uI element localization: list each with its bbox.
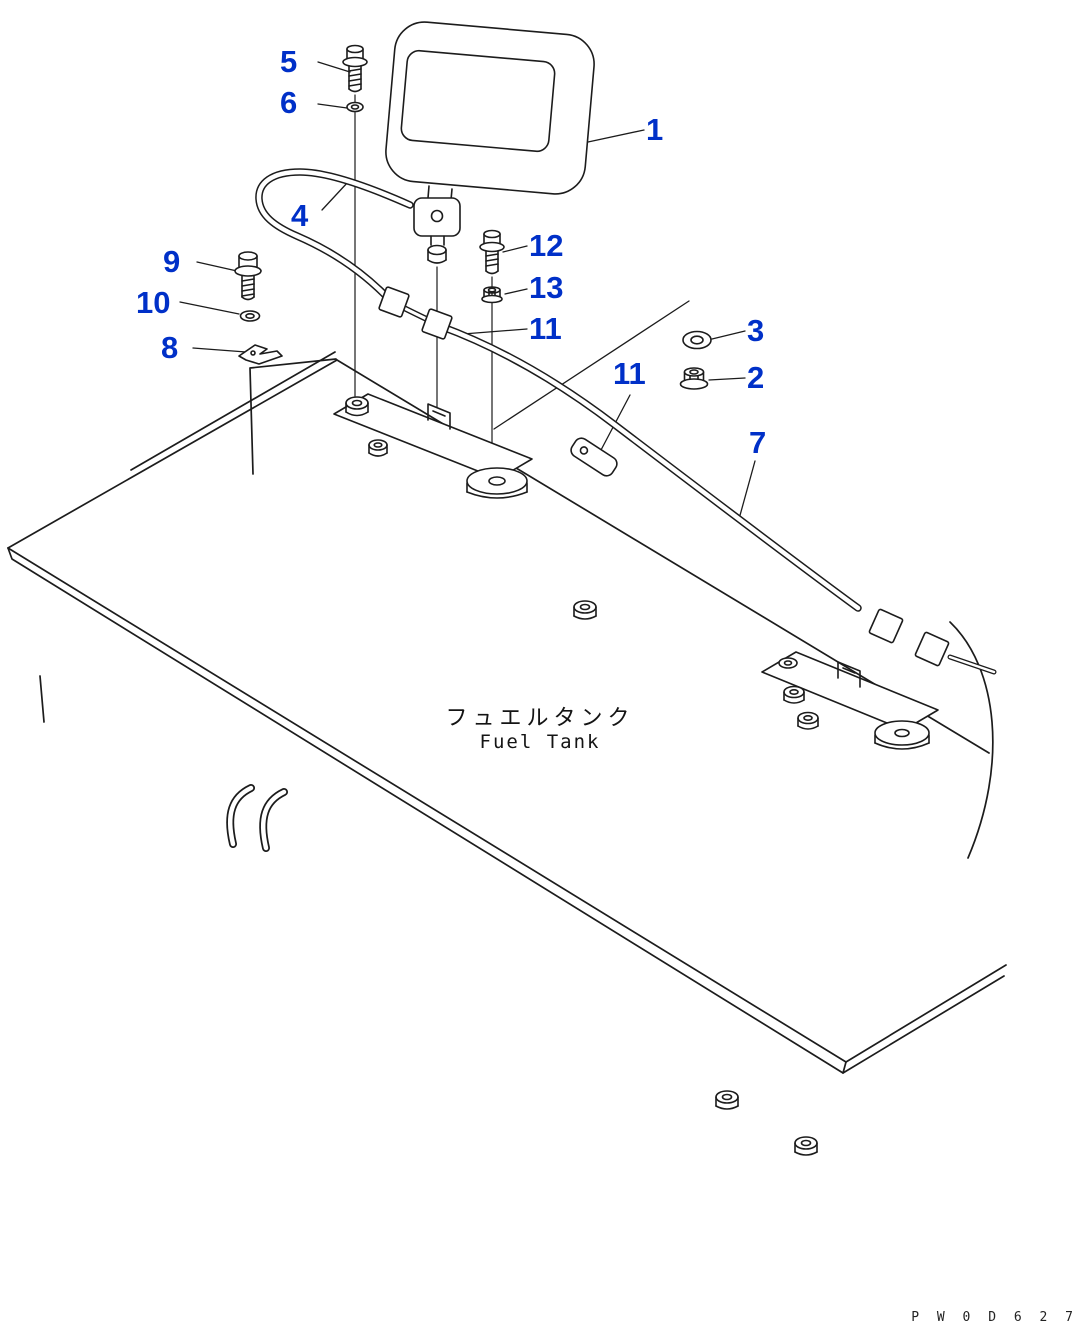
callout-8: 8	[161, 330, 179, 365]
drawing-code: P W 0 D 6 2 7	[911, 1310, 1078, 1325]
callout-11-upper: 11	[529, 311, 562, 346]
leader-lines	[179, 61, 756, 520]
hose-clamp	[570, 437, 618, 477]
nut-2	[679, 367, 709, 390]
center-bracket	[333, 393, 533, 499]
hose-blocks	[378, 286, 950, 667]
washer-10	[239, 310, 261, 322]
grommets	[573, 600, 818, 1156]
callout-6: 6	[280, 85, 298, 120]
washer-3	[682, 330, 712, 350]
callout-1: 1	[646, 112, 664, 147]
callout-5: 5	[280, 44, 298, 79]
washer-6	[346, 101, 364, 113]
bolt-12	[479, 229, 505, 275]
fuel-tank-label-japanese: フュエルタンク	[445, 706, 635, 731]
nut-13	[481, 286, 503, 304]
clip-8	[238, 344, 283, 365]
callout-4: 4	[291, 198, 309, 233]
head-lamp	[385, 21, 595, 264]
rubber-hooks	[226, 784, 288, 852]
callout-9: 9	[163, 244, 181, 279]
callout-2: 2	[747, 360, 765, 395]
fuel-tank-label-english: Fuel Tank	[479, 731, 601, 753]
bolt-9	[234, 251, 262, 301]
callout-11-lower: 11	[613, 356, 646, 391]
callout-12: 12	[529, 228, 564, 263]
callout-7: 7	[749, 425, 767, 460]
right-bracket	[761, 651, 939, 750]
callout-3: 3	[747, 313, 765, 348]
callout-13: 13	[529, 270, 564, 305]
callout-10: 10	[136, 285, 171, 320]
bolt-5	[342, 44, 368, 93]
drain-hose	[255, 168, 997, 675]
